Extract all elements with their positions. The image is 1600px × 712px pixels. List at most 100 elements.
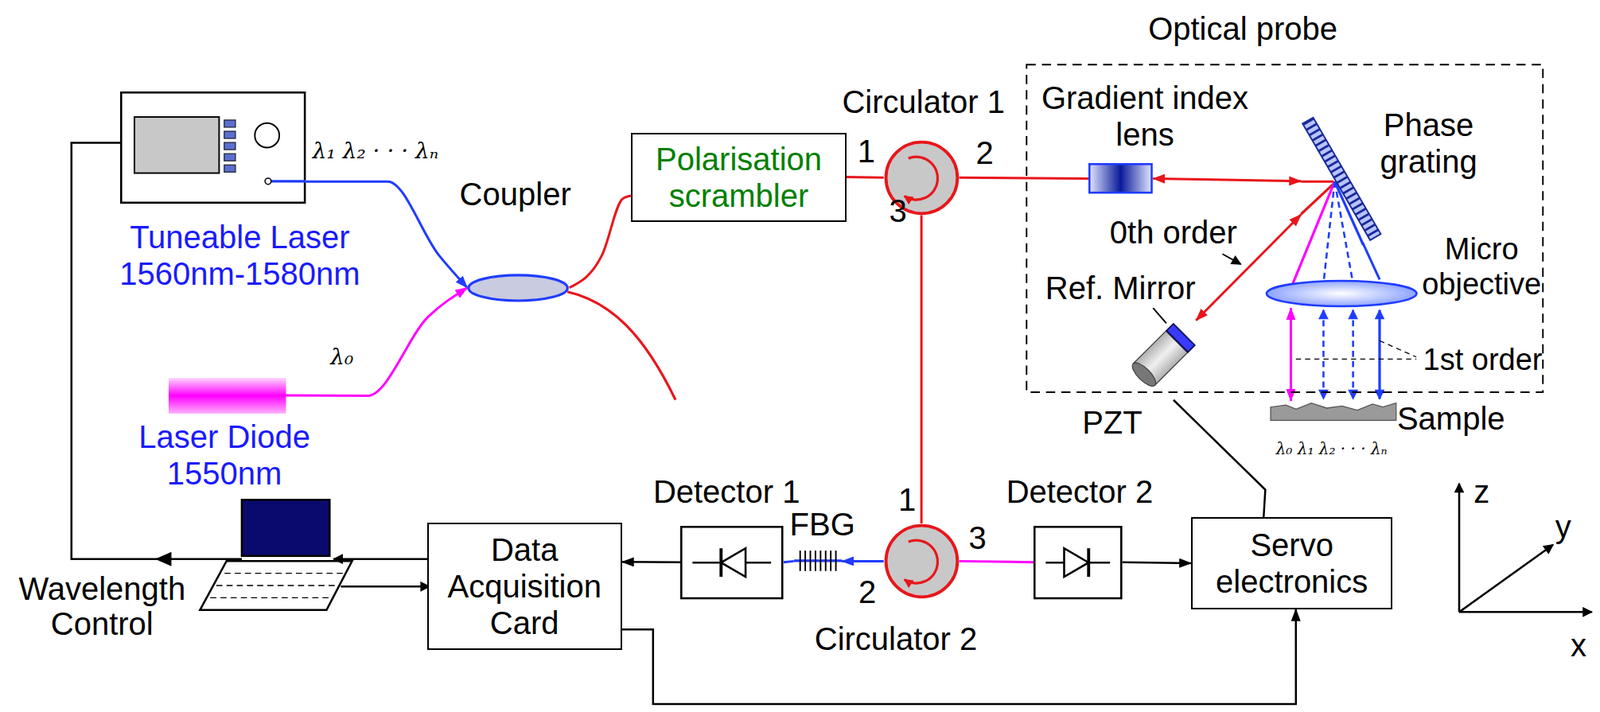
leader-line xyxy=(1152,307,1167,324)
text-label: Wavelength Control xyxy=(10,571,194,642)
process-box: Servo electronics xyxy=(1191,517,1393,609)
diode-bar xyxy=(720,548,724,577)
keys xyxy=(224,572,345,574)
beam xyxy=(1323,181,1335,284)
probe-outline xyxy=(1026,64,1543,393)
laptop-keyboard xyxy=(199,560,352,611)
component-label: Micro objective xyxy=(1419,232,1544,302)
y-axis xyxy=(1459,545,1554,613)
control-wire xyxy=(71,143,242,560)
box-text: Polarisation scrambler xyxy=(637,140,841,215)
beam xyxy=(1300,180,1334,183)
keys xyxy=(216,584,339,586)
grating-line xyxy=(834,551,837,573)
circulator-body xyxy=(885,525,958,597)
text-label: 3 xyxy=(888,193,907,229)
fiber-bragg-grating: FBG xyxy=(794,546,842,576)
text-label: y xyxy=(1555,509,1572,545)
component-label: Circulator 2 xyxy=(814,620,978,658)
wavelength-label: λ₁ λ₂ · · · λₙ xyxy=(312,138,439,164)
fiber-bragg-grating-shape xyxy=(794,546,842,576)
grating-line xyxy=(819,551,822,573)
output-port xyxy=(264,178,272,185)
connector xyxy=(1122,562,1192,564)
instrument-button xyxy=(224,154,236,162)
sample: Sample xyxy=(1270,400,1397,421)
circulator-arrow xyxy=(903,156,938,200)
signal-wire xyxy=(340,585,430,588)
fiber xyxy=(271,180,307,183)
reference-mirror: Ref. Mirror xyxy=(1159,320,1199,360)
diode-body xyxy=(168,377,286,414)
component-label: Gradient index lens xyxy=(1029,79,1261,153)
grin-lens-shape xyxy=(1088,163,1153,194)
beam xyxy=(1292,181,1336,284)
component-label: Tuneable Laser 1560nm-1580nm xyxy=(112,218,367,292)
connector xyxy=(569,195,631,289)
fiber-coupler: Coupler xyxy=(467,273,569,303)
diode-symbol xyxy=(721,548,747,577)
leader-line xyxy=(1222,253,1241,265)
laptop-screen xyxy=(241,499,330,557)
component-label: Phase grating xyxy=(1361,106,1497,180)
diode-bar xyxy=(1087,548,1091,577)
sample-surface xyxy=(1270,403,1397,421)
diode-symbol xyxy=(1064,548,1090,577)
beam xyxy=(1378,310,1381,400)
beam xyxy=(1322,310,1325,400)
beam xyxy=(1351,310,1355,400)
laser-diode-shape xyxy=(168,377,286,414)
component-label: Detector 2 xyxy=(1006,473,1154,510)
instrument-button xyxy=(224,165,236,173)
connector xyxy=(622,609,1297,705)
objective-lens: Micro objective xyxy=(1265,279,1418,308)
grating-line xyxy=(799,551,802,573)
connector xyxy=(920,215,923,524)
keys xyxy=(210,597,333,599)
arrowhead xyxy=(155,552,172,567)
detector-shape xyxy=(680,525,784,600)
component-label: Detector 1 xyxy=(653,473,801,510)
grating-bar xyxy=(1302,116,1381,240)
wavelength-label: λ₀ xyxy=(330,344,354,370)
wavelength-label: λ₀ λ₁ λ₂ · · · λₙ xyxy=(1276,439,1388,458)
connector xyxy=(959,560,1035,562)
reference-mirror-shape xyxy=(1159,320,1199,360)
text-label: 1st order xyxy=(1423,343,1543,378)
detector-body xyxy=(1034,526,1122,599)
detector-body xyxy=(681,526,783,599)
circulator: Circulator 2 xyxy=(883,523,960,600)
instrument-screen xyxy=(134,116,219,174)
component-label: Ref. Mirror xyxy=(1045,269,1196,307)
instrument-button xyxy=(224,120,236,128)
tuneable-laser: Tuneable Laser 1560nm-1580nm xyxy=(120,91,306,204)
connector xyxy=(1152,178,1301,181)
objective-body xyxy=(1266,280,1418,307)
x-axis xyxy=(1459,611,1593,614)
circulator-arrow xyxy=(903,540,938,584)
connector xyxy=(959,177,1090,179)
lens-body xyxy=(1090,163,1153,193)
connector xyxy=(783,560,795,562)
box-text: Data Acquisition Card xyxy=(433,531,616,642)
instrument-button xyxy=(224,143,236,151)
phase-grating-shape xyxy=(1300,114,1383,244)
instrument-knob xyxy=(255,123,281,148)
process-box: Polarisation scrambler xyxy=(630,132,847,222)
component-label: Sample xyxy=(1397,400,1506,437)
detector: Detector 2 xyxy=(1033,525,1123,600)
text-label: x xyxy=(1570,627,1587,663)
coupler-body xyxy=(468,275,568,301)
grating-line xyxy=(825,551,827,573)
tuneable-laser-shape xyxy=(120,91,306,204)
box-text: Servo electronics xyxy=(1197,526,1386,600)
connector xyxy=(1362,242,1380,280)
laptop xyxy=(199,499,352,610)
component-label: PZT xyxy=(1082,404,1143,441)
fiber-coupler-shape xyxy=(467,273,569,303)
leader-line xyxy=(1379,340,1417,358)
grin-lens: Gradient index lens xyxy=(1088,163,1153,194)
component-label: Circulator 1 xyxy=(841,83,1005,121)
